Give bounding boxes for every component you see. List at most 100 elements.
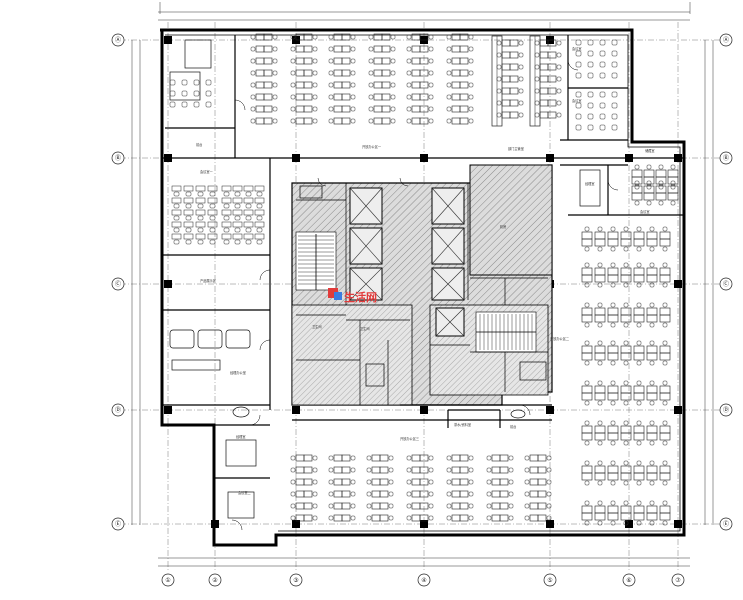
column — [625, 154, 633, 162]
axis-bubble-left — [111, 33, 125, 47]
axis-bubble-bottom-label: ③ — [293, 577, 298, 584]
workstation-cluster — [290, 33, 318, 125]
svg-text:开放办公区三: 开放办公区三 — [400, 436, 419, 441]
axis-bubble-bottom-label: ④ — [421, 577, 426, 584]
column — [625, 520, 633, 528]
axis-bubble-right — [719, 277, 733, 291]
svg-text:开放办公区二: 开放办公区二 — [550, 336, 569, 341]
workstation-cluster — [290, 454, 318, 522]
axis-bubble-left — [111, 277, 125, 291]
workstation-cluster — [496, 39, 524, 119]
dimension-lines — [131, 2, 714, 567]
training-room-seating — [169, 79, 265, 245]
svg-text:经理办公室: 经理办公室 — [230, 370, 246, 375]
workstation-cluster — [406, 33, 434, 125]
svg-text:经理室: 经理室 — [585, 181, 595, 186]
axis-bubble-bottom-label: ⑤ — [547, 577, 552, 584]
workstation-cluster — [581, 380, 671, 406]
workstation-cluster — [581, 460, 671, 486]
workstation-cluster — [581, 340, 671, 366]
axis-bubble-bottom — [417, 573, 431, 587]
watermark-text: 生活网 — [344, 290, 377, 304]
svg-text:会议室一: 会议室一 — [200, 169, 214, 174]
column — [674, 406, 682, 414]
axis-bubble-right-label: Ⓒ — [723, 280, 729, 288]
stair-treads-left — [298, 234, 334, 290]
svg-text:会议室二: 会议室二 — [238, 490, 251, 495]
axis-bubble-bottom-label: ⑥ — [626, 577, 631, 584]
workstation-cluster — [446, 33, 474, 125]
exterior-walls — [160, 28, 686, 547]
workstation-cluster — [446, 454, 474, 522]
axis-bubble-left-label: Ⓐ — [115, 36, 121, 44]
column — [292, 406, 300, 414]
svg-text:卫生间: 卫生间 — [312, 324, 322, 329]
axis-bubble-left-label: Ⓔ — [115, 520, 121, 528]
svg-text:机房: 机房 — [500, 224, 506, 229]
inner-wall-outline — [165, 34, 681, 532]
workstation-cluster — [581, 420, 671, 446]
axis-bubble-right — [719, 151, 733, 165]
workstation-cluster — [581, 226, 671, 252]
workstation-cluster — [250, 33, 278, 125]
elevator-crosses — [349, 187, 465, 337]
workstation-cluster — [368, 33, 396, 125]
workstation-cluster — [631, 180, 679, 206]
svg-text:会议室: 会议室 — [572, 46, 582, 51]
axis-bubble-right-label: Ⓔ — [723, 520, 729, 528]
workstation-cluster — [631, 164, 679, 190]
meeting-tables — [169, 39, 601, 519]
axis-bubble-bottom — [543, 573, 557, 587]
axis-bubble-bottom-label: ② — [212, 577, 218, 584]
svg-text:部门主管室: 部门主管室 — [508, 146, 524, 151]
axis-bubble-right — [719, 403, 733, 417]
column — [674, 280, 682, 288]
workstation-cluster — [328, 454, 356, 522]
axis-bubble-left — [111, 151, 125, 165]
column — [420, 406, 428, 414]
interior-partitions — [162, 35, 684, 479]
axis-bubble-bottom — [289, 573, 303, 587]
svg-text:经理室: 经理室 — [236, 434, 246, 439]
svg-text:卫生间: 卫生间 — [360, 326, 370, 331]
axis-bubble-left-label: Ⓒ — [115, 280, 121, 288]
axis-bubble-bottom — [208, 573, 222, 587]
workstation-cluster — [581, 262, 671, 288]
door-swings — [231, 59, 619, 531]
axis-bubble-bottom-label: ① — [165, 577, 170, 584]
column — [546, 520, 554, 528]
workstation-cluster — [328, 33, 356, 125]
workstation-clusters — [250, 33, 679, 526]
workstation-cluster — [534, 39, 562, 119]
axis-bubble-right — [719, 517, 733, 531]
column — [211, 520, 219, 528]
workstation-cluster — [581, 500, 671, 526]
column — [546, 406, 554, 414]
watermark-logo: 生活网 — [328, 288, 377, 304]
workstation-cluster — [486, 454, 514, 522]
axis-bubble-right — [719, 33, 733, 47]
axis-bubble-bottom — [161, 573, 175, 587]
axis-bubble-left-label: Ⓑ — [115, 154, 121, 162]
axis-bubble-bottom-label: ⑦ — [675, 577, 681, 584]
workstation-cluster — [406, 454, 434, 522]
svg-text:茶水/资料室: 茶水/资料室 — [454, 422, 471, 427]
svg-text:会议室: 会议室 — [572, 98, 582, 103]
svg-text:产品展示区: 产品展示区 — [200, 278, 217, 283]
axis-bubble-left — [111, 403, 125, 417]
workstation-cluster — [581, 302, 671, 328]
axis-bubble-left-label: Ⓓ — [115, 406, 121, 414]
svg-text:前台: 前台 — [196, 142, 202, 147]
axis-bubbles-bottom: ① ② ③ ④ ⑤ ⑥ ⑦ — [161, 573, 685, 587]
axis-bubble-left — [111, 517, 125, 531]
column — [420, 520, 428, 528]
stair-treads-right — [476, 314, 536, 350]
svg-text:前台: 前台 — [510, 424, 516, 429]
axis-bubble-right-label: Ⓑ — [723, 154, 729, 162]
axis-bubble-right-label: Ⓓ — [723, 406, 729, 414]
svg-text:会议室: 会议室 — [640, 209, 650, 214]
column — [674, 520, 682, 528]
svg-text:储藏室: 储藏室 — [645, 148, 655, 153]
